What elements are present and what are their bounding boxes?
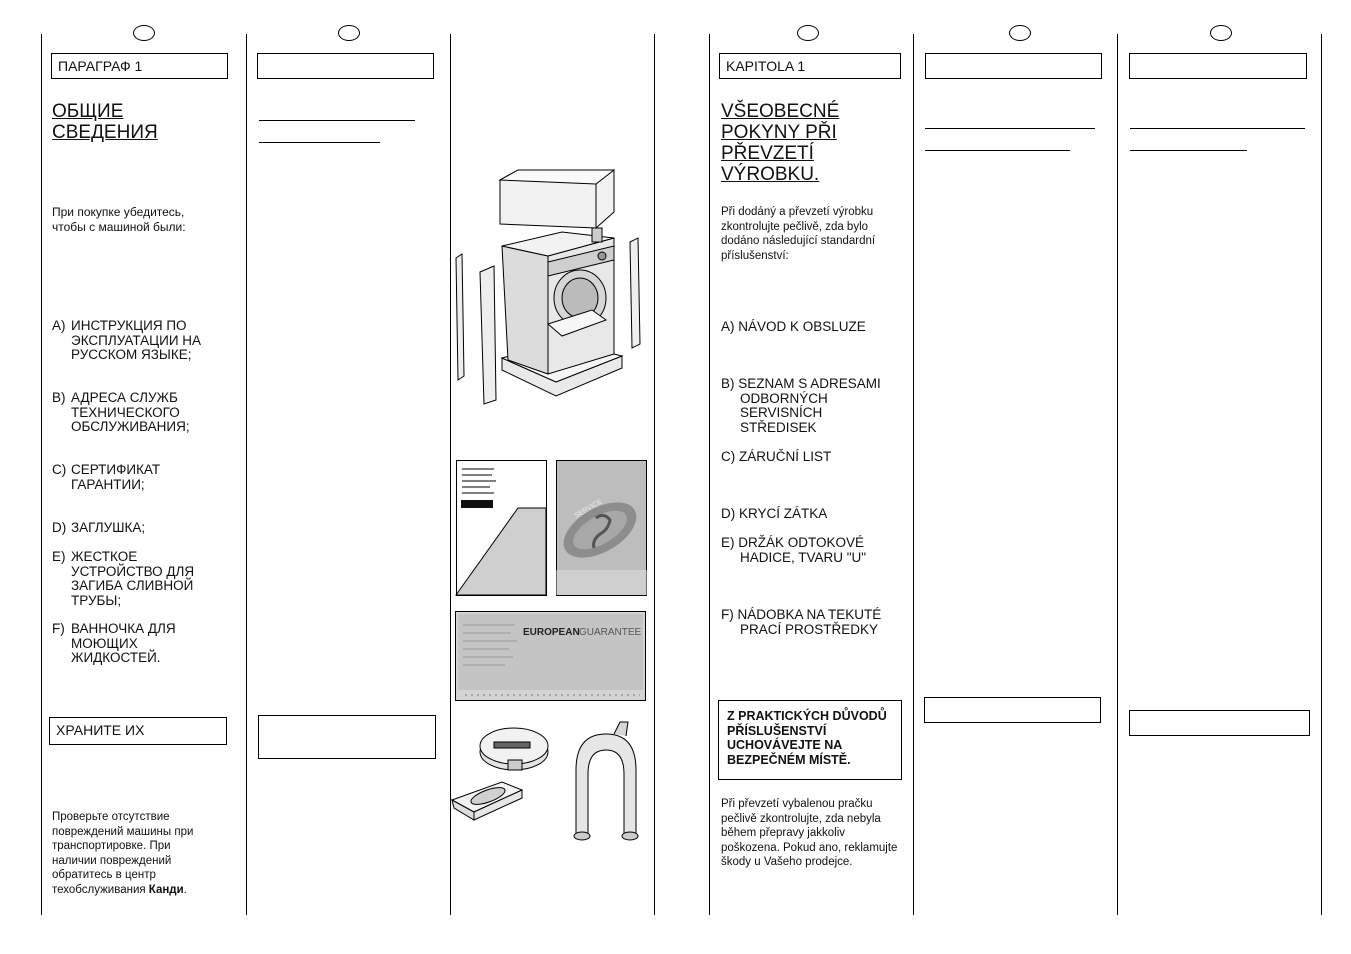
title-line: VŠEOBECNÉ <box>721 101 840 122</box>
title-rule <box>1130 128 1305 129</box>
item-text: СЕРТИФИКАТ ГАРАНТИИ; <box>71 462 161 492</box>
title-rule <box>925 150 1070 151</box>
language-marker-oval <box>797 25 819 41</box>
accessory-item-b: B) SEZNAM S ADRESAMI ODBORNÝCH SERVISNÍC… <box>721 376 906 435</box>
check-text-end: . <box>183 883 187 896</box>
column-rule <box>1321 34 1322 915</box>
empty-footer-box <box>924 697 1101 723</box>
service-directory-illustration: SERVICE <box>556 460 647 596</box>
column-rule <box>246 34 247 915</box>
title-line: VÝROBKU. <box>721 164 820 185</box>
accessory-item-a: A) NÁVOD K OBSLUZE <box>721 319 906 335</box>
item-letter: C) <box>721 449 736 464</box>
item-text: NÁDOBKA NA TEKUTÉ <box>737 607 882 622</box>
accessory-item-f: F) NÁDOBKA NA TEKUTÉ PRACÍ PROSTŘEDKY <box>721 607 906 637</box>
intro-text-ru: При покупке убедитесь, чтобы с машиной б… <box>52 205 186 234</box>
washing-machine-packaging-illustration <box>455 169 641 405</box>
title-line: ОБЩИЕ <box>52 101 124 122</box>
item-letter: F) <box>52 621 65 636</box>
u-hose-holder-illustration <box>573 721 639 841</box>
item-text: DRŽÁK ODTOKOVÉ <box>738 535 865 550</box>
page-title-ru: ОБЩИЕ СВЕДЕНИЯ <box>52 101 158 143</box>
item-letter: C) <box>52 462 67 477</box>
item-letter: D) <box>52 520 67 535</box>
column-rule <box>1117 34 1118 915</box>
language-marker-oval <box>133 25 155 41</box>
title-line: PŘEVZETÍ <box>721 143 814 164</box>
empty-footer-box <box>1129 710 1310 736</box>
item-text: KRYCÍ ZÁTKA <box>739 506 828 521</box>
item-text: ЗАГЛУШКА; <box>71 520 146 535</box>
section-label-ru: ПАРАГРАФ 1 <box>51 53 228 79</box>
item-letter: A) <box>52 318 66 333</box>
brand-name: Канди <box>148 883 184 896</box>
title-rule <box>925 128 1095 129</box>
check-text-ru: Проверьте отсутствие повреждений машины … <box>52 810 217 897</box>
title-line: СВЕДЕНИЯ <box>52 122 158 143</box>
title-line: POKYNY PŘI <box>721 122 837 143</box>
item-letter: E) <box>52 549 66 564</box>
item-text: NÁVOD K OBSLUZE <box>738 319 866 334</box>
empty-header-box <box>925 53 1102 79</box>
accessory-item-d: D) ЗАГЛУШКА; <box>52 520 222 536</box>
liquid-detergent-container-illustration <box>450 781 524 821</box>
item-text: SEZNAM S ADRESAMI <box>738 376 881 391</box>
section-label-cz: KAPITOLA 1 <box>719 53 901 79</box>
item-letter: D) <box>721 506 736 521</box>
guarantee-brand: EUROPEAN <box>523 627 580 638</box>
title-rule <box>259 142 380 143</box>
item-letter: A) <box>721 319 735 334</box>
accessory-item-c: C) ZÁRUČNÍ LIST <box>721 449 906 465</box>
accessory-item-d: D) KRYCÍ ZÁTKA <box>721 506 906 522</box>
accessory-item-a: A) ИНСТРУКЦИЯ ПО ЭКСПЛУАТАЦИИ НА РУССКОМ … <box>52 318 222 363</box>
language-marker-oval <box>1210 25 1232 41</box>
instruction-booklet-illustration <box>455 460 547 596</box>
accessory-item-e: E) DRŽÁK ODTOKOVÉ HADICE, TVARU "U" <box>721 535 906 565</box>
column-rule <box>654 34 655 915</box>
item-text: ЖЕСТКОЕ УСТРОЙСТВО ДЛЯ ЗАГИБА СЛИВНОЙ ТР… <box>71 549 195 608</box>
item-text: АДРЕСА СЛУЖБ ТЕХНИЧЕСКОГО ОБСЛУЖИВАНИЯ; <box>71 390 190 434</box>
language-marker-oval <box>338 25 360 41</box>
item-letter: F) <box>721 607 734 622</box>
column-rule <box>709 34 710 915</box>
page-title-cz: VŠEOBECNÉ POKYNY PŘI PŘEVZETÍ VÝROBKU. <box>721 101 839 185</box>
guarantee-certificate-illustration: EUROPEAN GUARANTEE <box>455 611 646 701</box>
accessory-item-b: B) АДРЕСА СЛУЖБ ТЕХНИЧЕСКОГО ОБСЛУЖИВАНИЯ… <box>52 390 222 435</box>
empty-header-box <box>1129 53 1307 79</box>
empty-footer-box <box>258 715 436 759</box>
accessory-item-f: F) ВАННОЧКА ДЛЯ МОЮЩИХ ЖИДКОСТЕЙ. <box>52 621 222 666</box>
column-rule <box>41 34 42 915</box>
item-text-continued: HADICE, TVARU "U" <box>740 549 867 565</box>
item-text-continued: ODBORNÝCH SERVISNÍCH STŘEDISEK <box>740 390 828 435</box>
accessory-item-e: E) ЖЕСТКОЕ УСТРОЙСТВО ДЛЯ ЗАГИБА СЛИВНОЙ … <box>52 549 222 608</box>
empty-header-box <box>257 53 434 79</box>
item-letter: B) <box>721 376 735 391</box>
language-marker-oval <box>1009 25 1031 41</box>
accessory-item-c: C) СЕРТИФИКАТ ГАРАНТИИ; <box>52 462 222 492</box>
keep-label-ru: ХРАНИТЕ ИХ <box>49 717 227 745</box>
item-text-continued: PRACÍ PROSTŘEDKY <box>740 621 879 637</box>
title-rule <box>1130 150 1247 151</box>
guarantee-word: GUARANTEE <box>579 627 642 638</box>
intro-text-cz: Při dodáný a převzetí výrobku zkontroluj… <box>721 206 876 262</box>
item-letter: B) <box>52 390 66 405</box>
item-text: ZÁRUČNÍ LIST <box>739 449 832 464</box>
item-letter: E) <box>721 535 735 550</box>
check-text: Проверьте отсутствие повреждений машины … <box>52 811 194 896</box>
check-text-cz: Při převzetí vybalenou pračku pečlivě zk… <box>721 798 898 868</box>
title-rule <box>259 120 415 121</box>
column-rule <box>450 34 451 915</box>
item-text: ВАННОЧКА ДЛЯ МОЮЩИХ ЖИДКОСТЕЙ. <box>71 621 176 665</box>
column-rule <box>913 34 914 915</box>
item-text: ИНСТРУКЦИЯ ПО ЭКСПЛУАТАЦИИ НА РУССКОМ ЯЗ… <box>71 318 202 362</box>
safekeeping-note-cz: Z PRAKTICKÝCH DŮVODŮ PŘÍSLUŠENSTVÍ UCHOV… <box>718 700 902 780</box>
blanking-plug-illustration <box>479 727 549 771</box>
